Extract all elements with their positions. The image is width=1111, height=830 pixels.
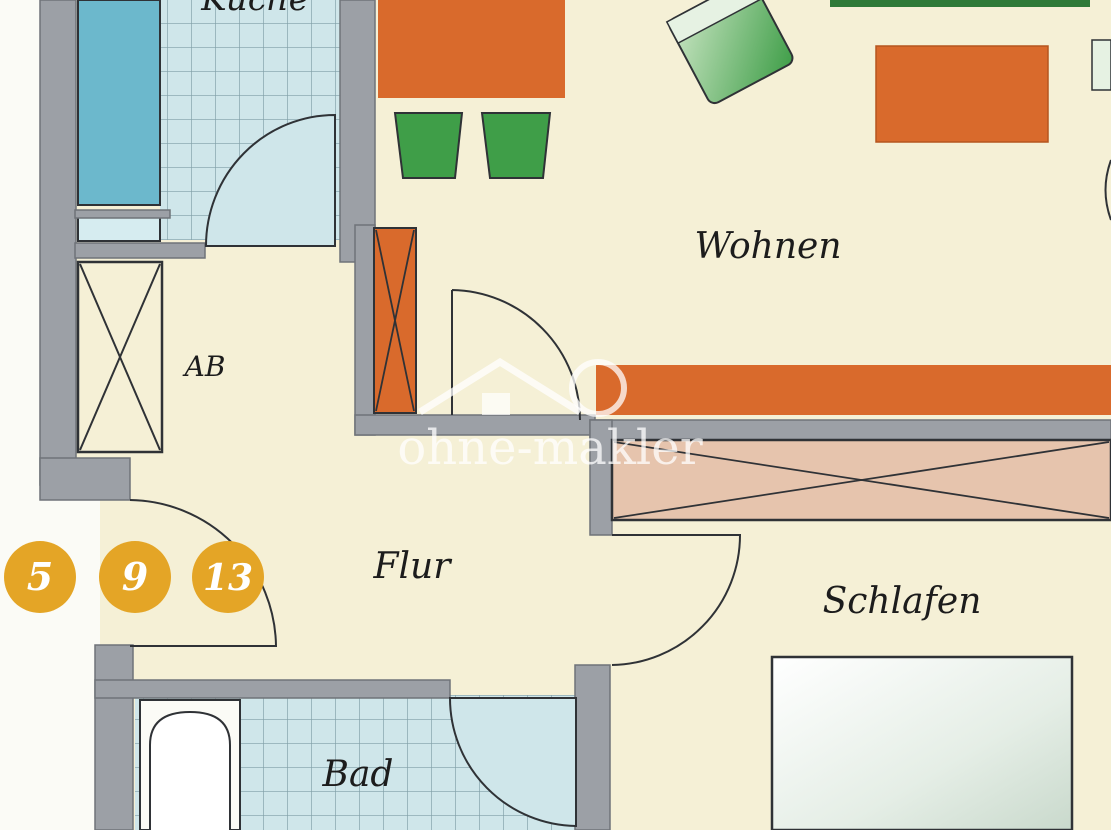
storage-label: AB [182, 350, 226, 383]
kitchen-door [204, 113, 336, 247]
living-label: Wohnen [694, 226, 841, 267]
unit-badge-circle [4, 541, 76, 613]
unit-badge-circle [192, 541, 264, 613]
bedroom-label: Schlafen [823, 581, 982, 622]
unit-badge-circle [99, 541, 171, 613]
unit-number: 5 [27, 554, 53, 599]
unit-number: 13 [203, 557, 253, 599]
chair-1 [393, 112, 464, 179]
armchair [665, 0, 794, 105]
sideboard [378, 0, 565, 98]
round-table-edge [1104, 159, 1111, 221]
coffee-table [875, 45, 1049, 143]
bedroom-door [611, 534, 742, 666]
kitchen-counter [77, 0, 161, 206]
watermark-pin-icon [569, 359, 627, 417]
watermark-house-icon [418, 357, 582, 415]
bath-door [448, 697, 577, 828]
living-shelf [596, 365, 1111, 415]
unit-number-badges: 5 9 13 [4, 541, 264, 613]
storage-cabinet-cross [79, 263, 161, 451]
bath-label: Bad [322, 754, 394, 795]
wardrobe-cross [613, 441, 1110, 519]
watermark: ohne-makler [397, 357, 703, 476]
armchair-right-edge [1091, 39, 1111, 91]
walls [39, 0, 1111, 830]
chair-2 [480, 112, 552, 179]
unit-number: 9 [122, 554, 148, 599]
kitchen-label: Küche [200, 0, 309, 19]
doors [129, 113, 742, 828]
watermark-house-bars [482, 393, 510, 415]
hall-label: Flur [373, 546, 453, 587]
kitchen-counter-end [77, 214, 161, 242]
watermark-text: ohne-makler [397, 420, 702, 476]
bathtub-basin [149, 710, 231, 830]
bed [770, 655, 1074, 830]
outside-area [0, 490, 100, 830]
sofa-edge [830, 0, 1090, 7]
hall-cabinet-cross [375, 229, 415, 412]
